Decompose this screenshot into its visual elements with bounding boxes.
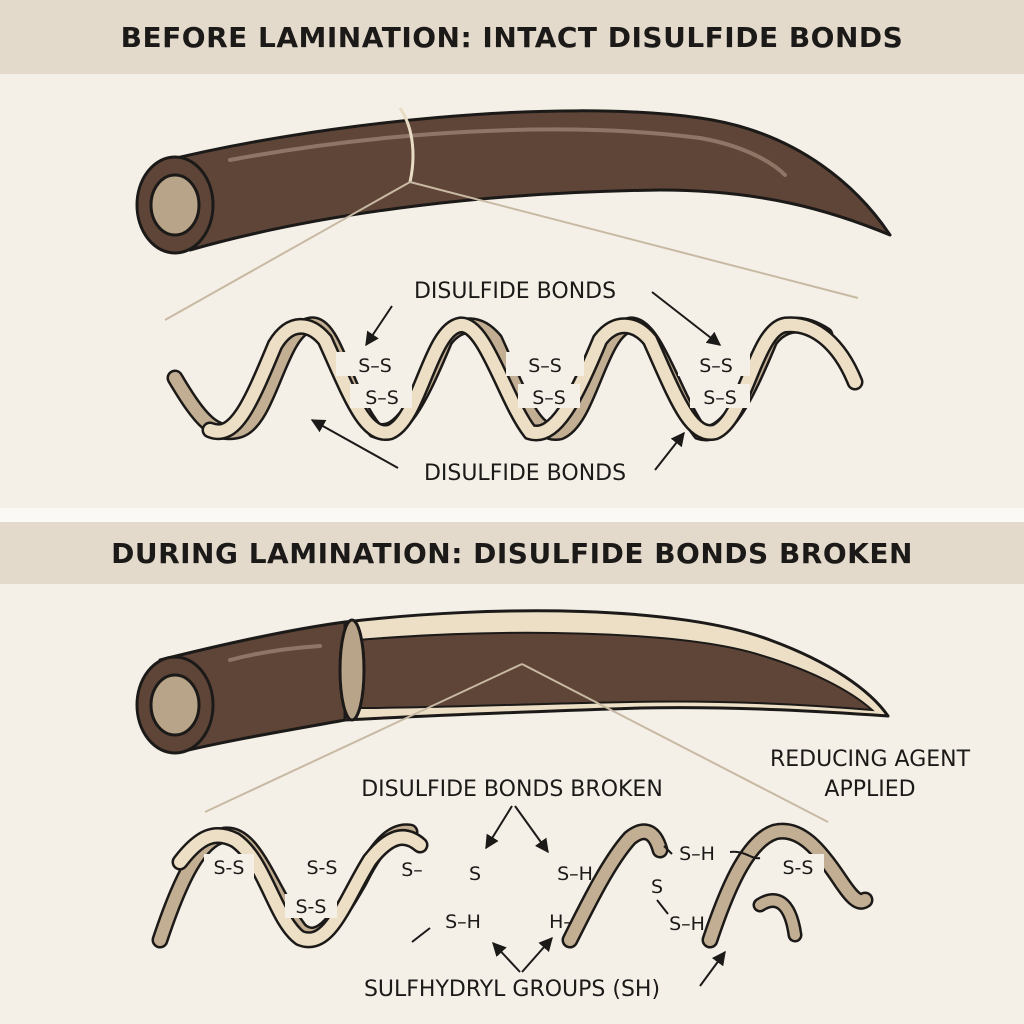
arrow-sulfhydryl-left: [492, 941, 521, 973]
top-hair-strand: [135, 107, 892, 255]
top-label-disulfide-bonds-upper: DISULFIDE BONDS: [414, 279, 616, 304]
bond-line: [411, 927, 431, 943]
label-reducing-agent-line2: APPLIED: [824, 777, 915, 802]
bottom-hair-inner-cortex: [357, 631, 875, 712]
top-bond-group-3: S–S S–S: [678, 352, 750, 409]
bottom-zoom-line-left: [204, 663, 523, 813]
arrow-lower-left: [310, 419, 399, 469]
top-keratin-helix: [166, 316, 864, 442]
top-hair-core: [149, 173, 201, 237]
disulfide-bond-label: S–S: [699, 355, 733, 377]
disulfide-bond-label: S–S: [703, 387, 737, 409]
top-section-title: BEFORE LAMINATION: INTACT DISULFIDE BOND…: [0, 0, 1024, 74]
top-zoom-line-right: [409, 181, 859, 299]
label-reducing-agent-line1: REDUCING AGENT: [770, 747, 971, 772]
top-zoom-line-left: [164, 181, 411, 321]
disulfide-bond-label: S–S: [358, 355, 392, 377]
hydrogen-group: H–: [549, 911, 573, 933]
arrow-upper-right: [651, 291, 722, 346]
bond-intact-ss-3: S-S: [296, 896, 327, 918]
arrow-upper-left: [365, 305, 393, 347]
sulfhydryl-group: S–H: [557, 863, 593, 885]
bond-line: [656, 899, 669, 915]
label-sulfhydryl-groups: SULFHYDRYL GROUPS (SH): [364, 977, 660, 1002]
arrow-sulfhydryl-right: [699, 950, 726, 987]
bottom-chemical-groups: S-S S-S S-S S– S S–H S–H H– S–H S S–H S-…: [204, 843, 824, 943]
bottom-section-title: DURING LAMINATION: DISULFIDE BONDS BROKE…: [0, 522, 1024, 584]
disulfide-bond-label: S–S: [528, 355, 562, 377]
arrow-broken-right: [514, 805, 549, 854]
arrow-sulfhydryl-middle: [521, 936, 553, 973]
top-label-disulfide-bonds-lower: DISULFIDE BONDS: [424, 461, 626, 486]
disulfide-bond-label: S–S: [365, 387, 399, 409]
sulfhydryl-group: S–H: [679, 843, 715, 865]
bond-intact-ss-2: S-S: [307, 857, 338, 879]
sulfur-atom: S: [651, 876, 663, 898]
top-bond-group-2: S–S S–S: [506, 352, 584, 409]
sulfhydryl-group: S–H: [445, 911, 481, 933]
section-divider: [0, 508, 1024, 522]
top-bond-group-1: S–S S–S: [336, 352, 414, 409]
sulfhydryl-group: S–H: [669, 913, 705, 935]
broken-bond-s: S–: [401, 859, 423, 881]
arrow-broken-left: [485, 805, 513, 850]
label-disulfide-bonds-broken: DISULFIDE BONDS BROKEN: [361, 777, 663, 802]
bond-intact-ss-1: S-S: [214, 857, 245, 879]
broken-bond-s-single: S: [469, 863, 481, 885]
bond-line: [729, 850, 761, 860]
bottom-hair-strand: [135, 609, 890, 755]
bottom-hair-core: [149, 673, 201, 737]
bottom-keratin-helix: [151, 822, 874, 949]
bond-intact-ss-right: S-S: [783, 857, 814, 879]
bottom-zoom-line-right: [521, 663, 829, 823]
bond-line: [663, 845, 673, 855]
disulfide-bond-label: S–S: [532, 387, 566, 409]
arrow-lower-right: [654, 431, 685, 471]
